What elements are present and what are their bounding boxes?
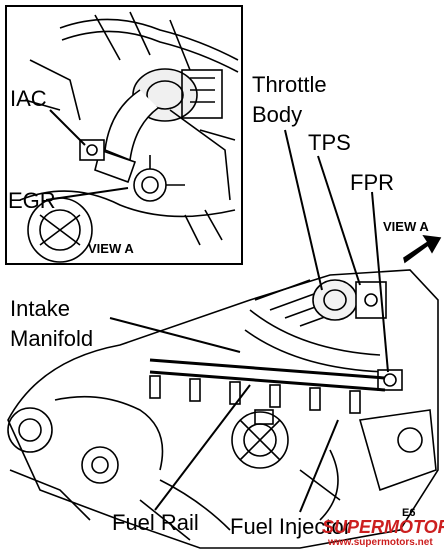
label-intake-line1: Intake [10, 296, 70, 321]
label-throttle-line1: Throttle [252, 72, 327, 97]
inset-view-caption: VIEW A [88, 241, 134, 256]
label-egr: EGR [8, 188, 56, 213]
inset-drawing [5, 5, 243, 265]
label-iac: IAC [10, 86, 47, 111]
watermark-brand: SUPERMOTORS [322, 517, 444, 537]
engine-main-drawing [7, 129, 442, 549]
label-tps: TPS [308, 130, 351, 155]
inset-frame [5, 5, 243, 265]
label-fuel-injector: Fuel Injector [230, 514, 352, 539]
label-view-a-arrow: VIEW A [383, 219, 429, 234]
label-throttle-line2: Body [252, 102, 303, 127]
watermark-url: www.supermotors.net [328, 537, 433, 548]
label-fpr: FPR [350, 170, 394, 195]
label-fuel-rail: Fuel Rail [112, 510, 199, 535]
corner-code: E6 [402, 507, 416, 519]
label-intake-line2: Manifold [10, 326, 94, 351]
